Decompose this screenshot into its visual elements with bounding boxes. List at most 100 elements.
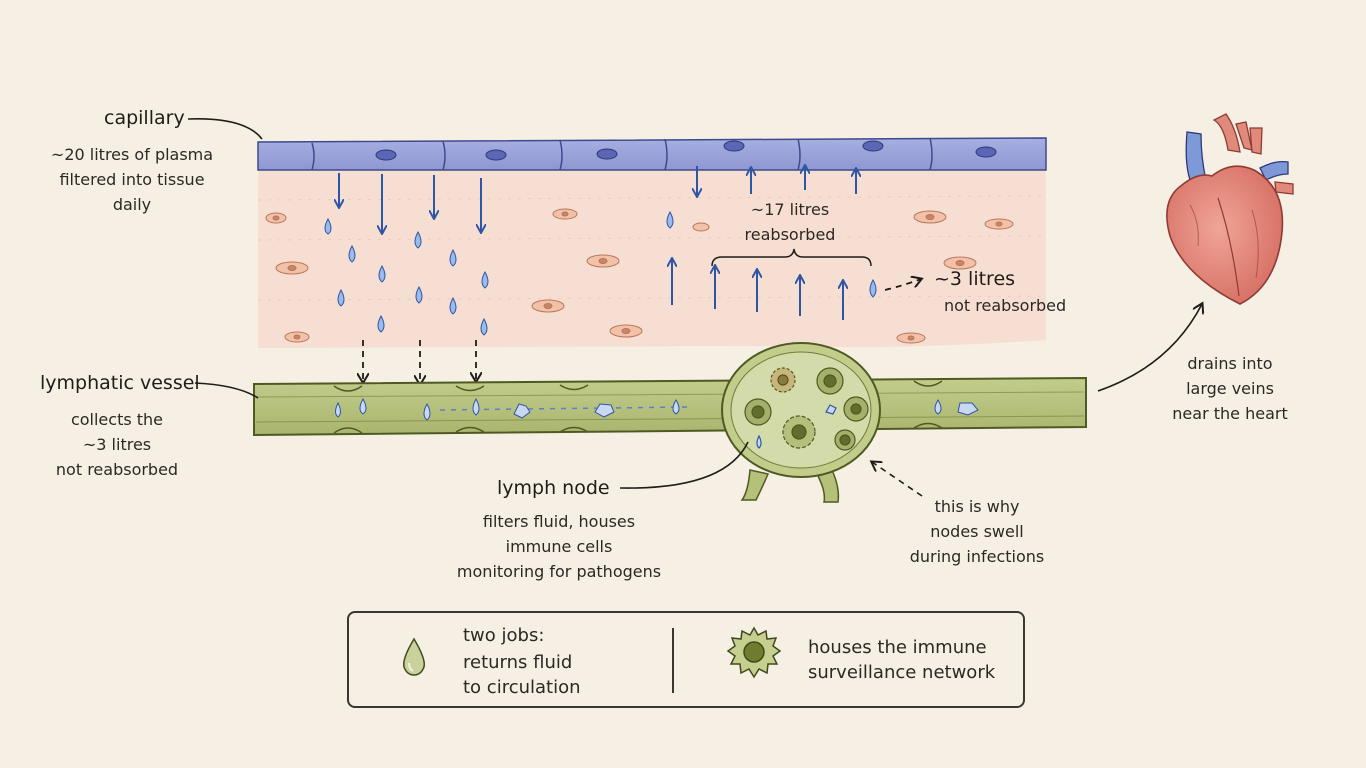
lymph-node-title: lymph node — [497, 477, 610, 499]
fluid-drop — [869, 278, 877, 298]
fluid-drop — [378, 264, 386, 283]
lymph-node-note-line: immune cells — [505, 537, 613, 556]
tissue-cell — [609, 324, 643, 338]
summary-job2: houses the immune surveillance network — [808, 635, 995, 685]
lymphatic-vessel-title: lymphatic vessel — [40, 372, 200, 394]
immune-cell — [843, 396, 869, 422]
tissue-cell — [586, 254, 620, 268]
tissue-cell — [531, 299, 565, 313]
capillary-cell-boundaries — [311, 137, 933, 171]
fluid-drop — [423, 402, 431, 421]
swell-note-line: during infections — [909, 547, 1045, 566]
filtration-arrows — [339, 166, 697, 233]
fluid-drop — [359, 397, 367, 415]
immune-cell — [770, 367, 796, 393]
immune-cell — [816, 367, 844, 395]
drains-note-line: drains into — [1187, 354, 1273, 373]
swell-note-line: nodes swell — [930, 522, 1024, 541]
capillary-note-line: filtered into tissue — [59, 170, 205, 189]
fluid-drop — [756, 434, 762, 449]
fluid-drop — [335, 401, 341, 418]
tissue-cell — [913, 210, 947, 224]
tissue-cell — [552, 208, 578, 220]
fluid-drop — [472, 397, 480, 416]
fluid-drops — [324, 210, 877, 336]
tissue-cells — [265, 208, 1014, 344]
capillary-note: ~20 litres of plasma filtered into tissu… — [42, 142, 222, 217]
lymphatic-note-line: ~3 litres — [82, 435, 152, 454]
swell-leader — [872, 462, 923, 497]
fluid-drop — [324, 217, 332, 235]
fluid-drop — [449, 248, 457, 267]
fluid-drop — [957, 402, 979, 416]
tissue-cell — [984, 218, 1014, 230]
tissue-cell — [896, 332, 926, 344]
tissue-region — [257, 165, 1047, 348]
tissue-cell — [275, 261, 309, 275]
drains-note-line: near the heart — [1172, 404, 1288, 423]
swell-note-line: this is why — [934, 497, 1020, 516]
leader-lines — [187, 118, 1202, 497]
lymph-node-note: filters fluid, houses immune cells monit… — [452, 509, 666, 584]
fluid-drop-icon — [402, 637, 426, 676]
fluid-drop — [415, 285, 423, 304]
summary-box: two jobs: returns fluid to circulation h… — [347, 611, 1025, 708]
fluid-drop — [594, 403, 615, 418]
summary-job1-line: returns fluid — [463, 652, 573, 673]
capillary-leader — [187, 118, 263, 140]
tissue-cell — [692, 222, 710, 232]
capillary-note-line: ~20 litres of plasma — [50, 145, 214, 164]
lymphatic-note-line: not reabsorbed — [55, 460, 179, 479]
fluid-drop — [348, 244, 356, 263]
fluid-drop — [481, 270, 489, 289]
lymphatic-note-line: collects the — [70, 410, 164, 429]
fluid-drop — [825, 404, 837, 415]
summary-heading: two jobs: — [463, 625, 545, 646]
immune-cell — [744, 398, 772, 426]
not-reabsorbed-arrow — [884, 279, 921, 291]
not-reabsorbed-note: not reabsorbed — [944, 296, 1067, 315]
drains-arrow — [1097, 304, 1202, 392]
lymph-node-leader — [619, 441, 749, 489]
lymphatic-leader — [194, 382, 259, 399]
fluid-drop — [337, 288, 345, 307]
capillary-note-line: daily — [112, 195, 152, 214]
swell-note: this is why nodes swell during infection… — [906, 494, 1048, 569]
lymphatic-note: collects the ~3 litres not reabsorbed — [42, 407, 192, 482]
immune-cells — [744, 367, 869, 451]
capillary-title: capillary — [104, 107, 185, 129]
capillary-vessel — [257, 137, 1047, 171]
capillary-nuclei — [375, 140, 997, 161]
fluid-drop — [672, 399, 680, 415]
immune-cell — [782, 415, 816, 449]
lymph-node-note-line: monitoring for pathogens — [456, 562, 662, 581]
lymph-fluid-drops — [335, 397, 979, 421]
reabsorbed-note-line: ~17 litres — [750, 200, 830, 219]
fluid-drop — [513, 403, 531, 419]
reabsorption-brace — [711, 248, 872, 267]
reabsorbed-note: ~17 litres reabsorbed — [730, 197, 850, 247]
reabsorption-arrows — [672, 166, 856, 320]
reabsorbed-note-line: reabsorbed — [744, 225, 836, 244]
summary-divider — [672, 628, 674, 693]
fluid-drop — [480, 317, 488, 336]
not-reabsorbed-title: ~3 litres — [934, 268, 1016, 290]
tissue-cell — [265, 212, 287, 224]
lymphatic-vessel — [253, 376, 1087, 437]
summary-job2-line: surveillance network — [808, 662, 996, 683]
lymph-node-note-line: filters fluid, houses — [482, 512, 636, 531]
drains-note-line: large veins — [1186, 379, 1274, 398]
lymphatic-valves — [333, 380, 943, 434]
summary-job1-line: to circulation — [463, 677, 581, 698]
heart-icon — [1166, 113, 1294, 305]
immune-cell — [834, 429, 856, 451]
fluid-drop — [377, 314, 385, 333]
summary-job2-line: houses the immune — [808, 637, 987, 658]
lymph-node — [721, 342, 881, 503]
fluid-drop — [449, 296, 457, 315]
lymph-flow-line — [439, 406, 691, 411]
fluid-drop — [666, 210, 674, 229]
tissue-cell — [943, 256, 977, 270]
immune-cell-icon — [726, 626, 782, 679]
